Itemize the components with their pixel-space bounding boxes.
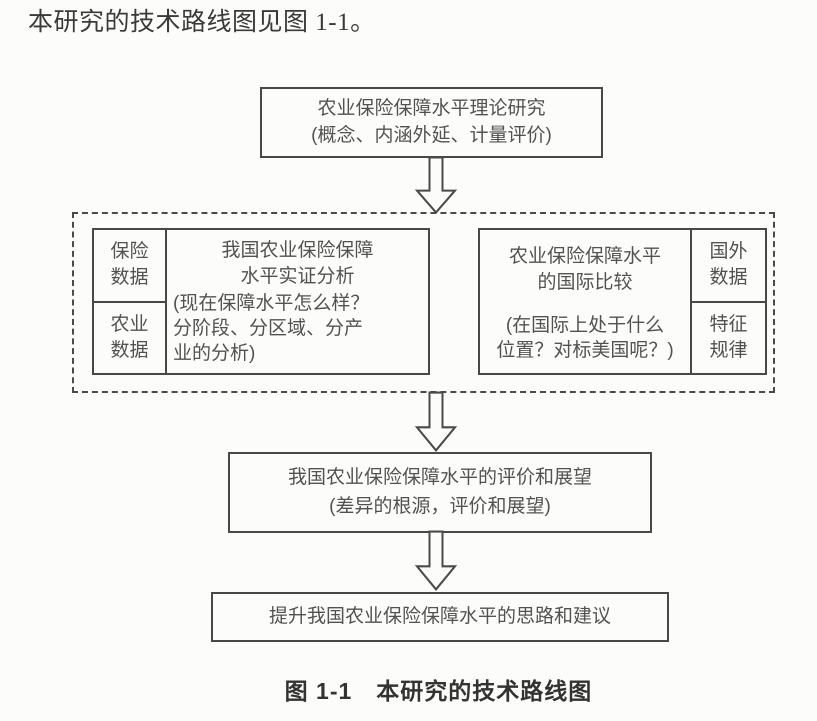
international-comparison-group: 农业保险保障水平 的国际比较 (在国际上处于什么 位置？对标美国呢？) 国外 数… — [478, 228, 767, 375]
down-arrow-icon — [414, 530, 458, 592]
theory-box-text: 农业保险保障水平理论研究 (概念、内涵外延、计量评价) — [311, 97, 552, 146]
insurance-data-cell: 保险 数据 — [92, 228, 167, 303]
agriculture-data-label: 农业 数据 — [110, 313, 149, 361]
characteristic-rules-label: 特征 规律 — [709, 313, 748, 361]
proposal-box: 提升我国农业保险保障水平的思路和建议 — [211, 592, 669, 642]
characteristic-rules-cell: 特征 规律 — [692, 302, 767, 375]
empirical-data-sources-column: 保险 数据 农业 数据 — [92, 228, 167, 375]
insurance-data-label: 保险 数据 — [110, 241, 149, 289]
down-arrow-icon — [414, 156, 458, 215]
international-comparison-cell: 农业保险保障水平 的国际比较 (在国际上处于什么 位置？对标美国呢？) — [478, 228, 692, 375]
intro-paragraph: 本研究的技术路线图见图 1-1。 — [28, 9, 376, 36]
foreign-data-cell: 国外 数据 — [692, 228, 767, 303]
empirical-analysis-subtitle: (现在保障水平怎么样？ 分阶段、分区域、分产 业的分析) — [173, 293, 370, 364]
empirical-analysis-cell: 我国农业保险保障 水平实证分析 (现在保障水平怎么样？ 分阶段、分区域、分产 业… — [167, 228, 430, 375]
proposal-box-text: 提升我国农业保险保障水平的思路和建议 — [268, 605, 611, 627]
international-comparison-subtitle: (在国际上处于什么 位置？对标美国呢？) — [496, 315, 674, 362]
dashed-scope-box: 保险 数据 农业 数据 我国农业保险保障 水平实证分析 (现在保障水平怎么样？ … — [72, 212, 775, 393]
foreign-data-label: 国外 数据 — [709, 241, 748, 289]
evaluation-box: 我国农业保险保障水平的评价和展望 (差异的根源，评价和展望) — [228, 452, 652, 533]
empirical-analysis-group: 保险 数据 农业 数据 我国农业保险保障 水平实证分析 (现在保障水平怎么样？ … — [92, 228, 430, 375]
figure-caption: 图 1-1 本研究的技术路线图 — [284, 678, 593, 704]
down-arrow-icon — [414, 391, 458, 453]
empirical-analysis-title: 我国农业保险保障 水平实证分析 — [221, 240, 374, 288]
international-comparison-title: 农业保险保障水平 的国际比较 — [508, 246, 661, 294]
evaluation-box-text: 我国农业保险保障水平的评价和展望 (差异的根源，评价和展望) — [287, 467, 592, 517]
agriculture-data-cell: 农业 数据 — [92, 302, 167, 375]
international-outputs-column: 国外 数据 特征 规律 — [692, 228, 767, 375]
theory-box: 农业保险保障水平理论研究 (概念、内涵外延、计量评价) — [260, 87, 603, 158]
